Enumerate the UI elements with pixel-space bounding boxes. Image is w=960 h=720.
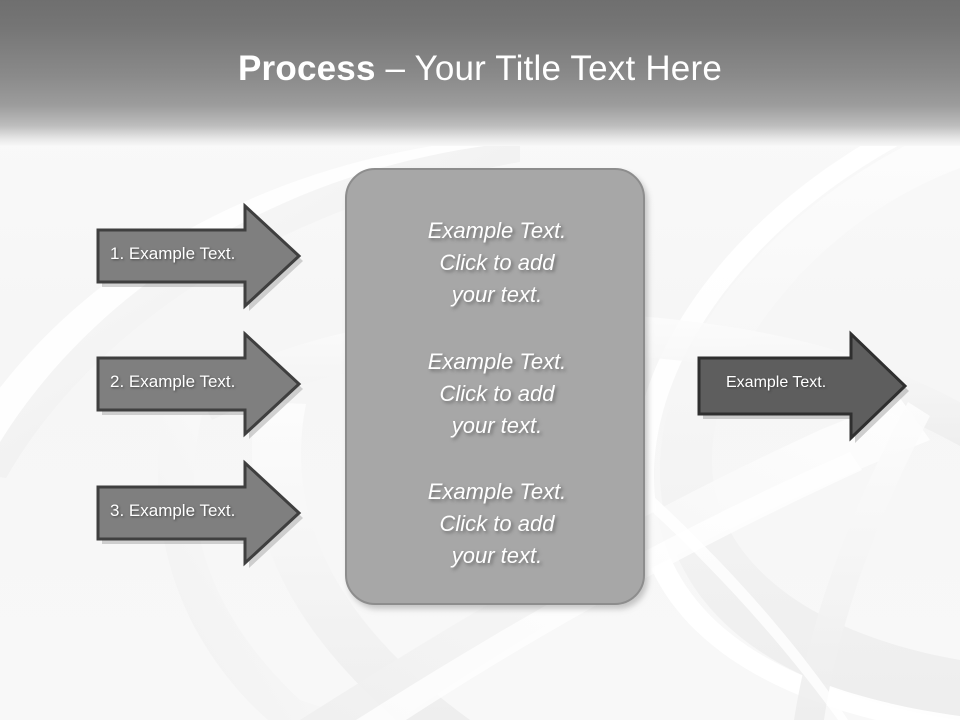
process-center-panel[interactable]: Example Text. Click to add your text. Ex…: [345, 168, 645, 605]
process-output-arrow[interactable]: Example Text.: [693, 326, 913, 446]
process-arrow-2[interactable]: 2. Example Text.: [92, 326, 306, 442]
arrow-right-shape-icon: [96, 202, 303, 311]
process-arrow-3[interactable]: 3. Example Text.: [92, 455, 306, 571]
page-title-rest: – Your Title Text Here: [375, 49, 722, 88]
title-band: Process – Your Title Text Here: [0, 0, 960, 146]
page-title-strong: Process: [238, 49, 376, 88]
arrow-right-shape-icon: [96, 459, 303, 568]
center-text-block-1: Example Text. Click to add your text.: [427, 218, 567, 307]
center-text-block-3: Example Text. Click to add your text.: [427, 479, 567, 568]
arrow-right-shape-icon: [96, 330, 303, 439]
process-arrow-1[interactable]: 1. Example Text.: [92, 198, 306, 314]
center-text-block-2: Example Text. Click to add your text.: [427, 349, 567, 438]
page-title: Process – Your Title Text Here: [0, 48, 960, 90]
arrow-right-shape-icon: [697, 330, 909, 443]
